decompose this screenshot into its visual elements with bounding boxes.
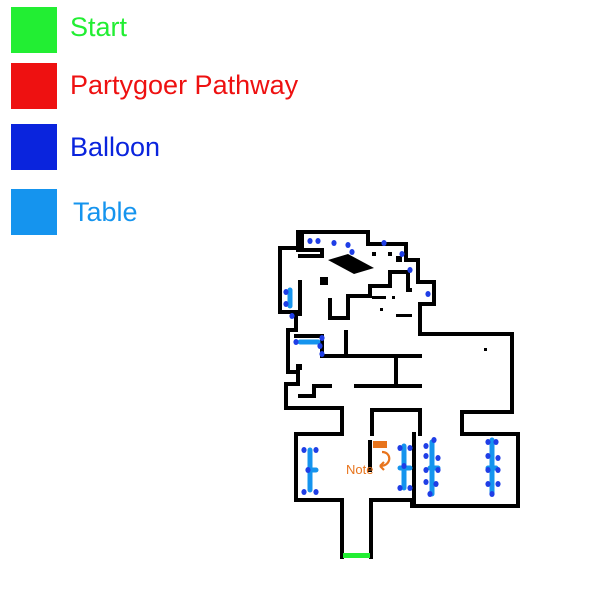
- balloon-43: [495, 481, 501, 487]
- legend-label-table: Table: [73, 197, 138, 227]
- balloon-39: [495, 455, 501, 461]
- balloon-19: [301, 489, 307, 495]
- balloon-30: [435, 455, 441, 461]
- balloon-21: [305, 467, 311, 473]
- balloon-41: [495, 467, 501, 473]
- legend-label-balloon: Balloon: [70, 132, 161, 162]
- obstacle-dot-1: [380, 308, 383, 311]
- note-block: [373, 441, 387, 448]
- legend-label-start: Start: [70, 12, 128, 42]
- balloon-31: [423, 467, 429, 473]
- balloon-40: [485, 467, 491, 473]
- balloons-layer: [283, 238, 501, 497]
- balloon-20: [313, 489, 319, 495]
- balloon-24: [397, 485, 403, 491]
- balloon-42: [485, 481, 491, 487]
- inner-wall-c: [298, 384, 332, 398]
- balloon-1: [307, 238, 313, 244]
- legend-item-start: [11, 7, 57, 53]
- balloon-26: [401, 463, 407, 469]
- legend-item-pathway: [11, 63, 57, 109]
- balloon-16: [319, 335, 325, 341]
- balloon-2: [315, 238, 321, 244]
- balloon-37: [493, 439, 499, 445]
- balloon-18: [313, 447, 319, 453]
- balloon-35: [427, 491, 433, 497]
- table-swatch: [11, 189, 57, 235]
- inner-wall-center: [328, 270, 412, 320]
- balloon-36: [485, 439, 491, 445]
- balloon-22: [397, 445, 403, 451]
- balloon-10: [283, 289, 289, 295]
- diagonal-obstacle: [328, 254, 374, 274]
- balloon-4: [345, 242, 351, 248]
- obstacle-block-5: [296, 364, 302, 370]
- balloon-34: [433, 481, 439, 487]
- legend-label-pathway: Partygoer Pathway: [70, 70, 299, 100]
- obstacle-block-3: [372, 252, 376, 256]
- balloon-7: [407, 267, 413, 273]
- balloon-28: [431, 437, 437, 443]
- obstacle-line-1: [372, 296, 386, 299]
- floor-plan-walls: [278, 230, 520, 559]
- outer-wall-left: [278, 230, 390, 559]
- balloon-44: [489, 491, 495, 497]
- balloon-8: [425, 291, 431, 297]
- start-swatch: [11, 7, 57, 53]
- balloon-17: [301, 447, 307, 453]
- balloon-5: [349, 249, 355, 255]
- inner-wall-upper-left: [296, 230, 324, 258]
- inner-wall-middle: [294, 334, 422, 358]
- obstacle-dot-3: [484, 348, 487, 351]
- obstacle-dot-2: [392, 296, 395, 299]
- balloon-27: [423, 443, 429, 449]
- balloon-6: [399, 251, 405, 257]
- note-marker: Note: [346, 441, 391, 477]
- start-marker: [343, 553, 370, 558]
- balloon-38: [485, 453, 491, 459]
- balloon-23: [407, 445, 413, 451]
- note-label: Note: [346, 462, 373, 477]
- balloon-32: [435, 467, 441, 473]
- obstacle-block-2: [366, 238, 370, 244]
- legend-item-balloon: [11, 124, 57, 170]
- outer-wall-right: [369, 242, 520, 559]
- balloon-29: [423, 453, 429, 459]
- obstacle-block-1: [320, 277, 328, 285]
- balloon-15: [319, 351, 325, 357]
- balloon-14: [317, 343, 323, 349]
- balloon-13: [293, 339, 299, 345]
- balloon-3: [331, 240, 337, 246]
- balloon-9: [381, 240, 387, 246]
- obstacle-block-4: [388, 252, 392, 256]
- inner-wall-lower: [370, 408, 422, 436]
- obstacle-line-2: [396, 314, 412, 317]
- start-line: [343, 553, 370, 558]
- obstacle-block-6: [396, 256, 402, 262]
- balloon-33: [423, 479, 429, 485]
- map-obstacles: [296, 238, 487, 370]
- tables-layer: [287, 287, 499, 497]
- balloon-swatch: [11, 124, 57, 170]
- balloon-11: [283, 301, 289, 307]
- note-arrow-icon: [379, 450, 391, 471]
- balloon-12: [289, 313, 295, 319]
- balloon-25: [407, 485, 413, 491]
- pathway-swatch: [11, 63, 57, 109]
- legend-item-table: [11, 189, 57, 235]
